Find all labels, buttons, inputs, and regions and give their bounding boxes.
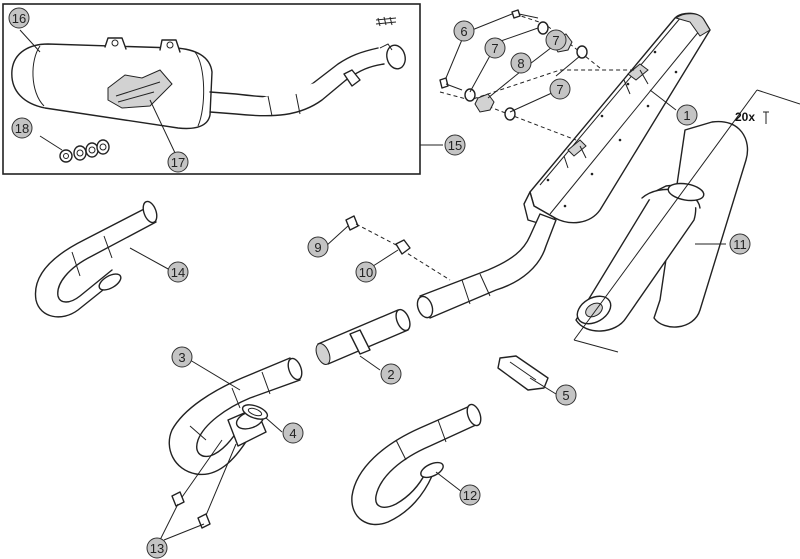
callout-13: 13 [146, 537, 168, 559]
callout-number: 13 [150, 541, 164, 556]
callout-number: 14 [171, 265, 185, 280]
callout-number: 13 [150, 541, 164, 556]
connector-sleeve [315, 308, 411, 365]
callout-4: 4 [282, 422, 304, 444]
callout-number: 5 [562, 388, 569, 403]
callout-number: 7 [552, 33, 559, 48]
callout-circle [380, 363, 402, 385]
mount-bolt [345, 215, 451, 281]
callout-number: 7 [491, 41, 498, 56]
callout-circle [555, 384, 577, 406]
callout-circle [444, 134, 466, 156]
alternate-header-pipe-2 [351, 403, 482, 526]
callout-number: 8 [517, 56, 524, 71]
main-silencer [523, 12, 711, 227]
quantity-label: 20x [735, 110, 755, 124]
callout-18: 18 [11, 117, 33, 139]
callout-10: 10 [355, 261, 377, 283]
bolt-path-lower [481, 103, 577, 141]
callout-7: 7 [545, 29, 567, 51]
inset-silencer [11, 16, 406, 130]
callout-number: 2 [387, 367, 394, 382]
callout-3: 3 [171, 346, 193, 368]
callout-number: 15 [448, 138, 462, 153]
callout-circle [545, 29, 567, 51]
callout-14: 14 [167, 261, 189, 283]
callout-7: 7 [484, 37, 506, 59]
callout-circle [307, 236, 329, 258]
callout-circle [729, 233, 751, 255]
callout-5: 5 [555, 384, 577, 406]
callout-circle [676, 104, 698, 126]
callout-number: 12 [463, 488, 477, 503]
callout-circle [167, 151, 189, 173]
callout-1: 1 [676, 104, 698, 126]
callout-circle [11, 117, 33, 139]
inset-washer-set [39, 135, 110, 163]
callout-number: 3 [178, 350, 185, 365]
callout-number: 7 [556, 82, 563, 97]
callout-number: 18 [15, 121, 29, 136]
callout-number: 17 [171, 155, 185, 170]
callout-circle [8, 7, 30, 29]
alternate-header-pipe [34, 200, 158, 318]
callout-2: 2 [380, 363, 402, 385]
callout-circle [171, 346, 193, 368]
callout-number: 4 [289, 426, 296, 441]
header-gasket [241, 404, 269, 420]
callout-number: 9 [314, 240, 321, 255]
callout-circle [355, 261, 377, 283]
callout-number: 6 [460, 24, 467, 39]
leader-lines [19, 13, 726, 541]
header-pipe [168, 357, 303, 476]
callout-11: 11 [729, 233, 751, 255]
callout-9: 9 [307, 236, 329, 258]
quantity-text: 20x [735, 110, 755, 124]
callout-circle [459, 484, 481, 506]
callout-number: 11 [733, 237, 747, 252]
callout-6: 6 [453, 20, 475, 42]
packing-material [573, 89, 800, 353]
callout-circle [484, 37, 506, 59]
link-pipe [416, 213, 557, 319]
callout-number: 16 [12, 11, 26, 26]
callout-7: 7 [549, 78, 571, 100]
callout-16: 16 [8, 7, 30, 29]
callout-circle [510, 52, 532, 74]
callout-number: 10 [359, 265, 373, 280]
bolt-path-upper [439, 69, 636, 101]
callout-17: 17 [167, 151, 189, 173]
callout-circle [146, 537, 168, 559]
callout-number: 1 [683, 108, 690, 123]
callout-labels: 1234567778910111213131415161718 [8, 7, 751, 559]
callout-12: 12 [459, 484, 481, 506]
header-studs [171, 439, 237, 529]
callout-circle [549, 78, 571, 100]
callout-circle [167, 261, 189, 283]
callout-circle [282, 422, 304, 444]
callout-15: 15 [444, 134, 466, 156]
callout-8: 8 [510, 52, 532, 74]
callout-circle [453, 20, 475, 42]
